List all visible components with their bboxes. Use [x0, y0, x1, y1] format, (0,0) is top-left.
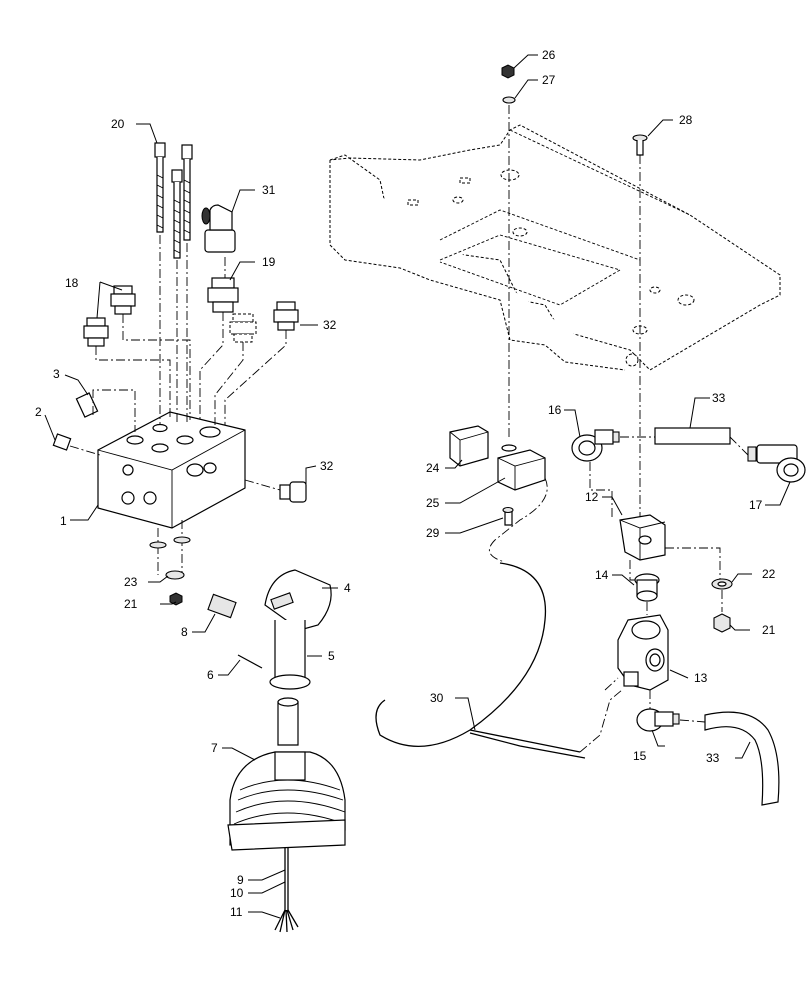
nut-21: [713, 613, 731, 633]
callout-4: 4: [344, 581, 351, 595]
callout-15: 15: [633, 749, 647, 763]
callout-1: 1: [60, 514, 67, 528]
fitting: [83, 317, 109, 347]
fitting-14: [634, 573, 660, 602]
elbow-fitting: [201, 204, 236, 253]
fitting: [273, 301, 299, 331]
callout-22: 22: [762, 567, 776, 581]
fitting: [75, 392, 99, 418]
callout-14: 14: [595, 568, 609, 582]
callout-23: 23: [124, 575, 138, 589]
axis-line: [199, 312, 224, 420]
callout-30: 30: [430, 691, 444, 705]
callout-29: 29: [426, 526, 440, 540]
callout-11: 11: [230, 905, 243, 919]
cap-screw: [154, 142, 166, 233]
joystick-grip: [264, 569, 332, 690]
axis-line: [665, 547, 721, 580]
relay-socket: [497, 444, 546, 491]
joystick-wires: [274, 848, 299, 933]
callout-27: 27: [542, 73, 556, 87]
mounting-plate: [329, 124, 781, 371]
callout-31: 31: [262, 183, 276, 197]
callout-21a: 21: [124, 597, 138, 611]
cap-screw: [171, 169, 183, 259]
callout-8: 8: [181, 625, 188, 639]
callout-19: 19: [262, 255, 276, 269]
callout-3: 3: [53, 367, 60, 381]
washer: [149, 536, 191, 606]
pin: [237, 654, 263, 669]
elbow-push-fitting: [571, 429, 620, 462]
callout-17: 17: [749, 498, 763, 512]
axis-line: [69, 445, 101, 456]
callout-16: 16: [548, 403, 562, 417]
callout-10: 10: [230, 886, 244, 900]
hose-33: [704, 711, 780, 806]
callout-21b: 21: [762, 623, 776, 637]
axis-line: [244, 479, 281, 491]
wire-harness: [375, 477, 623, 759]
leader-lines: [44, 54, 791, 919]
relay: [449, 425, 489, 467]
valve-block: [97, 411, 246, 529]
axis-line: [679, 719, 706, 723]
valve-body: [617, 614, 669, 691]
fitting-ghost: [229, 313, 257, 343]
callout-18: 18: [65, 276, 79, 290]
axis-line: [92, 389, 136, 432]
fitting: [52, 433, 72, 451]
callout-labels: 1 2 3 4 5 6 7 8 9 10 11 12 13 14 15 16 1…: [35, 48, 776, 919]
fitting: [110, 285, 136, 315]
washer-22: [711, 578, 733, 590]
axis-line: [214, 342, 244, 425]
callout-9: 9: [237, 873, 244, 887]
joystick-shaft: [277, 697, 299, 746]
axis-line: [122, 314, 191, 420]
callout-28: 28: [679, 113, 693, 127]
washer-27: [502, 96, 516, 104]
callout-12: 12: [585, 490, 599, 504]
axis-line: [729, 436, 749, 456]
axis-line: [95, 346, 171, 420]
screw-28: [632, 134, 648, 156]
callout-32b: 32: [320, 459, 334, 473]
callout-5: 5: [328, 649, 335, 663]
cap-screw: [181, 144, 193, 241]
tee-fitting: [747, 444, 806, 483]
joystick-boot: [227, 751, 346, 851]
callout-33a: 33: [712, 391, 726, 405]
callout-6: 6: [207, 668, 214, 682]
callout-20: 20: [111, 117, 125, 131]
tube: [654, 427, 731, 445]
nut-26: [501, 64, 515, 79]
callout-33b: 33: [706, 751, 720, 765]
bolt-29: [502, 506, 514, 526]
callout-13: 13: [694, 671, 708, 685]
elbow-fitting-15: [636, 708, 680, 732]
callout-25: 25: [426, 496, 440, 510]
axis-line: [604, 677, 619, 691]
button-insert: [207, 593, 237, 619]
fitting: [279, 481, 307, 503]
fitting: [207, 277, 239, 313]
callout-2: 2: [35, 405, 42, 419]
callout-7: 7: [211, 741, 218, 755]
callout-24: 24: [426, 461, 440, 475]
callout-26: 26: [542, 48, 556, 62]
axis-line: [224, 330, 287, 425]
bracket: [619, 514, 666, 561]
callout-32a: 32: [323, 318, 337, 332]
axis-line: [589, 462, 613, 520]
